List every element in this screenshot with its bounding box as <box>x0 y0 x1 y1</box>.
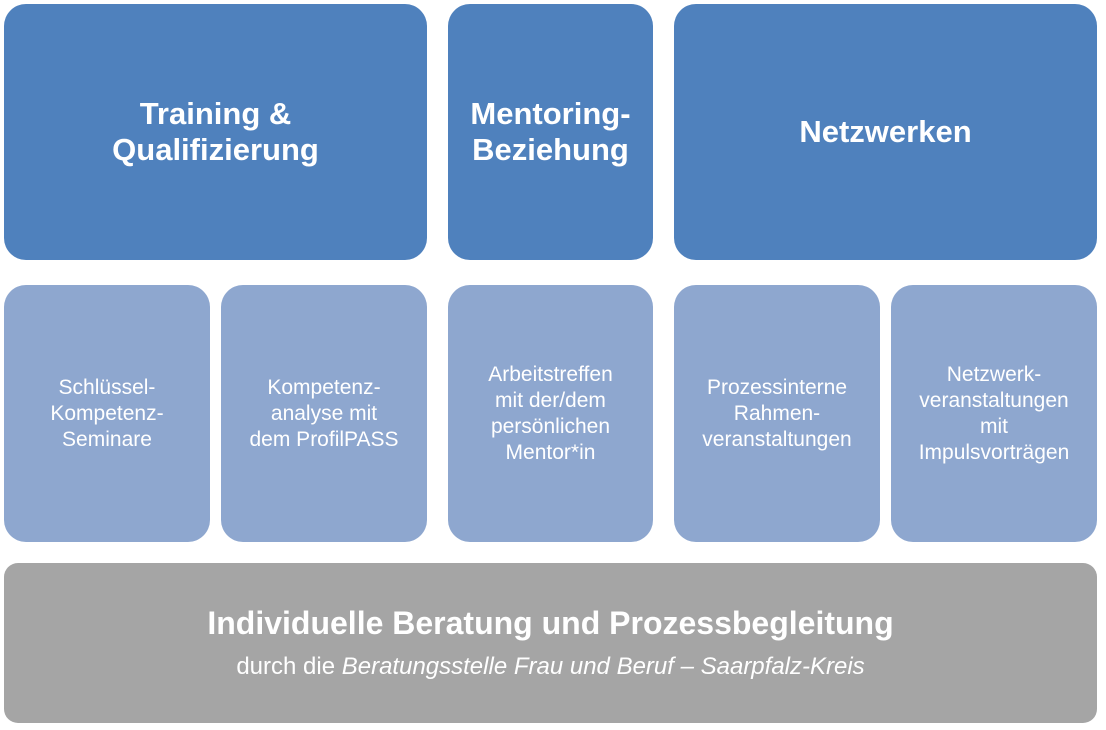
bottom-title: Individuelle Beratung und Prozessbegleit… <box>207 605 894 641</box>
box-individuelle-beratung: Individuelle Beratung und Prozessbegleit… <box>4 563 1097 723</box>
box-prozessinterne-rahmenveranstaltungen: Prozessinterne Rahmen- veranstaltungen <box>674 285 880 542</box>
box-training-qualifizierung: Training & Qualifizierung <box>4 4 427 260</box>
bottom-subtitle-prefix: durch die <box>236 653 342 680</box>
box-label: Prozessinterne Rahmen- veranstaltungen <box>702 375 852 451</box>
box-schluessel-kompetenz-seminare: Schlüssel- Kompetenz- Seminare <box>4 285 210 542</box>
box-kompetenzanalyse-profilpass: Kompetenz- analyse mit dem ProfilPASS <box>221 285 427 542</box>
box-netzwerken: Netzwerken <box>674 4 1097 260</box>
box-label: Arbeitstreffen mit der/dem persönlichen … <box>488 362 613 464</box>
bottom-subtitle: durch die Beratungsstelle Frau und Beruf… <box>236 652 864 682</box>
box-label: Netzwerk- veranstaltungen mit Impulsvort… <box>918 362 1070 464</box>
box-label: Training & Qualifizierung <box>112 96 319 167</box>
box-label: Schlüssel- Kompetenz- Seminare <box>50 375 164 451</box>
bottom-subtitle-organisation: Beratungsstelle Frau und Beruf – Saarpfa… <box>341 653 865 680</box>
box-label: Netzwerken <box>799 114 972 149</box>
box-arbeitstreffen-mentorin: Arbeitstreffen mit der/dem persönlichen … <box>448 285 653 542</box>
box-netzwerkveranstaltungen: Netzwerk- veranstaltungen mit Impulsvort… <box>891 285 1097 542</box>
box-label: Kompetenz- analyse mit dem ProfilPASS <box>249 375 399 451</box>
box-mentoring-beziehung: Mentoring- Beziehung <box>448 4 653 260</box>
box-label: Mentoring- Beziehung <box>470 96 631 167</box>
